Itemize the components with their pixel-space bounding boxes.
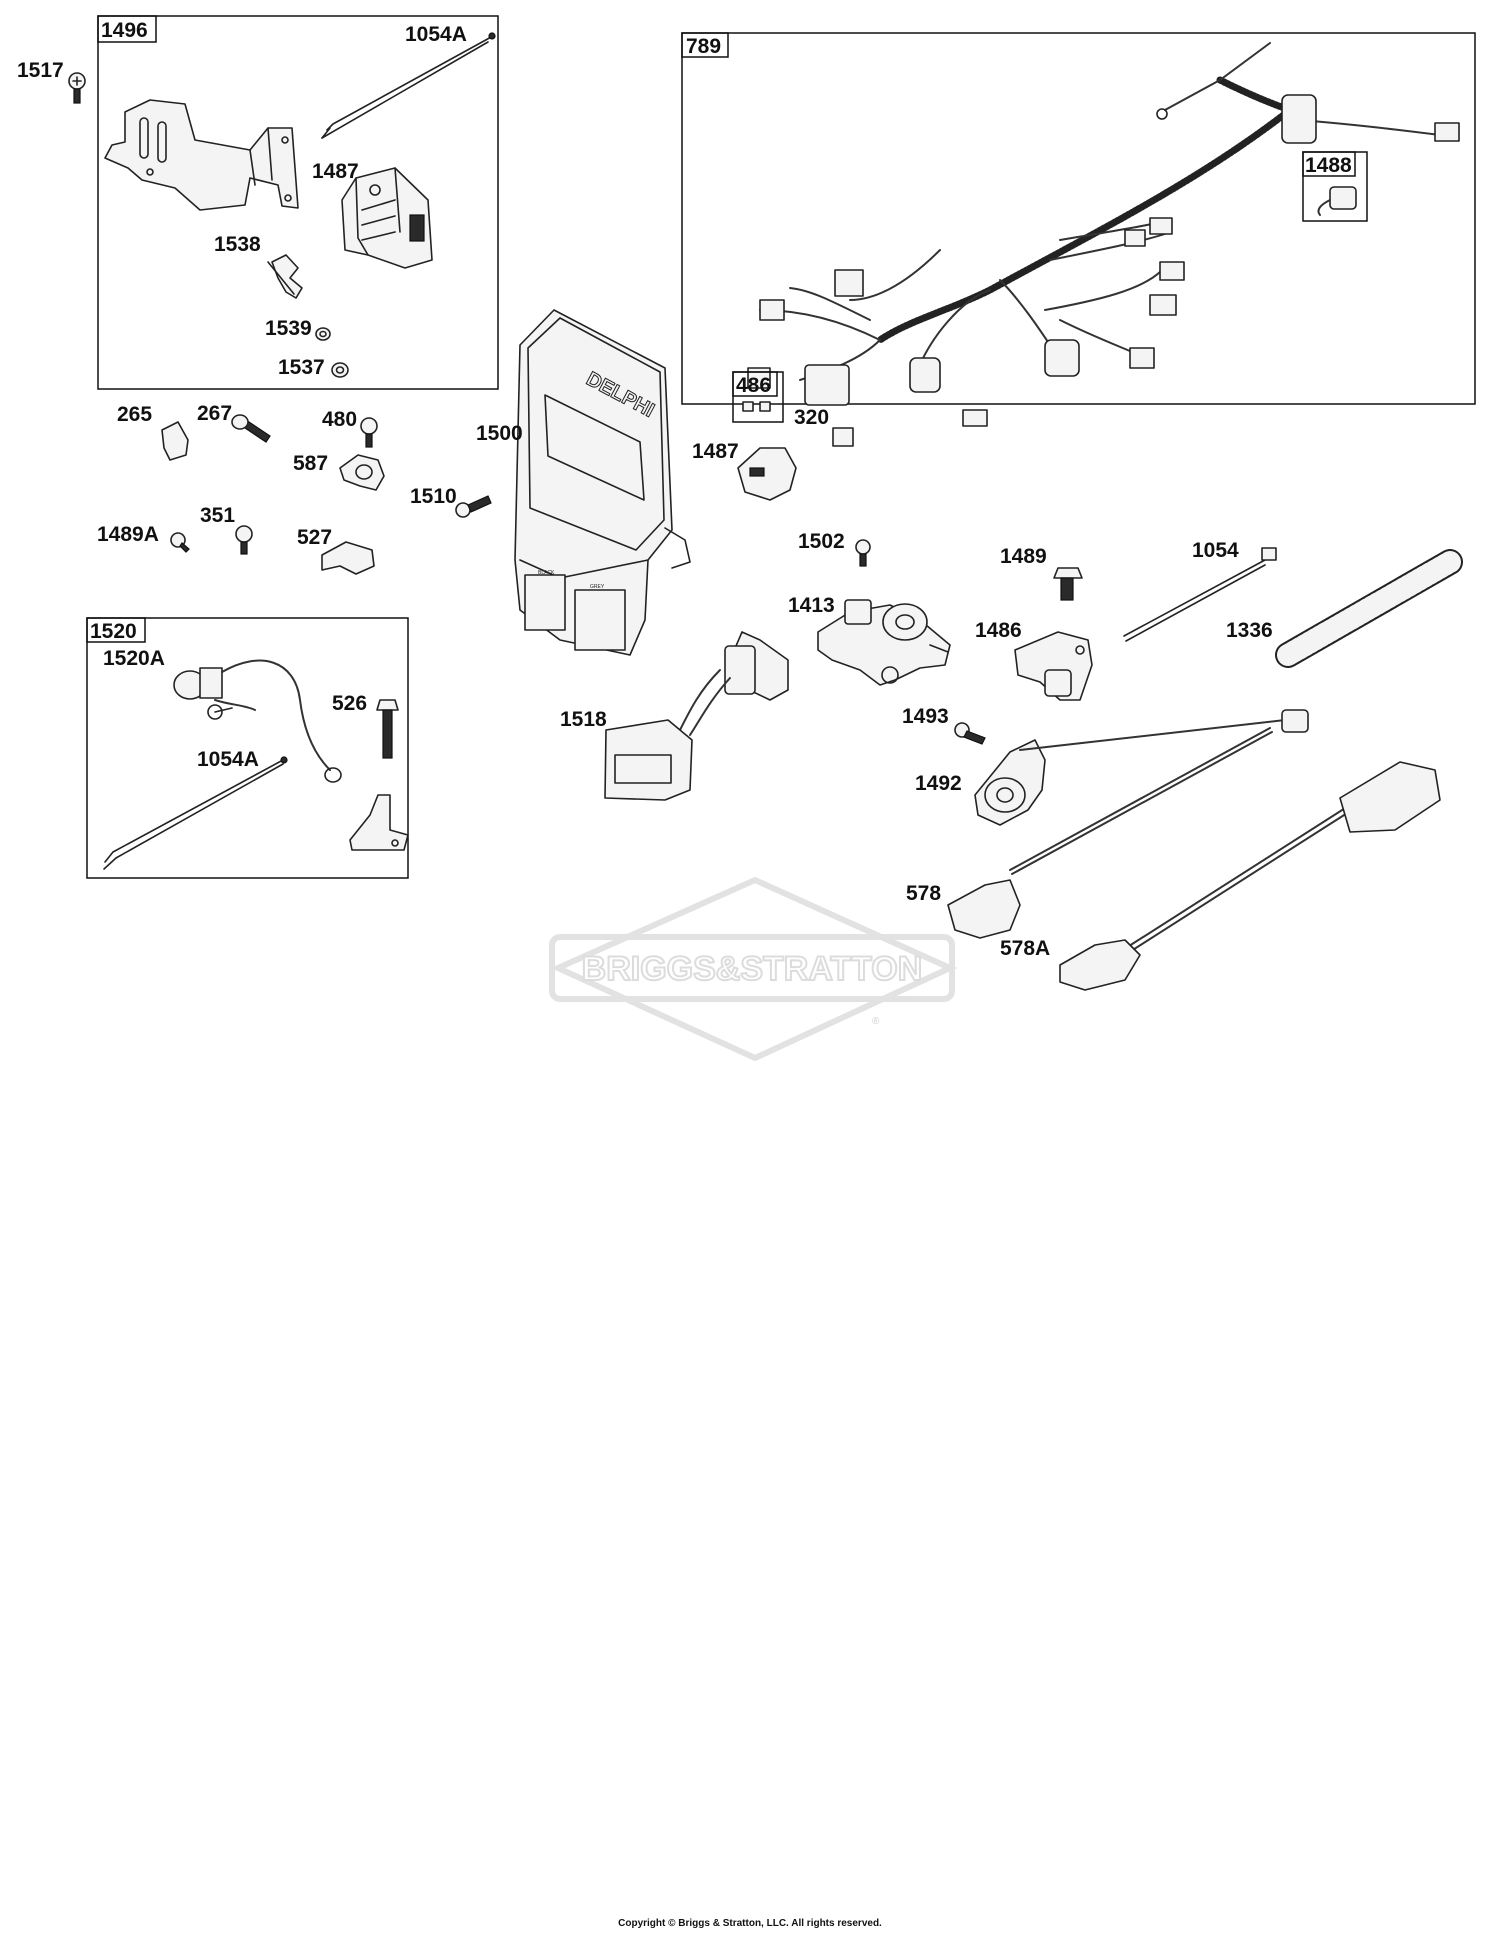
group-title-789: 789: [686, 35, 721, 58]
label-1489a: 1489A: [97, 523, 159, 546]
label-526: 526: [332, 692, 367, 715]
harness-578: [947, 709, 1309, 939]
screw-267: [231, 414, 271, 443]
clamp-587: [339, 454, 385, 491]
label-320: 320: [794, 406, 829, 429]
clip-527: [321, 541, 375, 575]
group-tag-1488: [1302, 151, 1356, 177]
bracket-1520: [349, 794, 409, 851]
group-title-1496: 1496: [101, 19, 148, 42]
label-1517: 1517: [17, 59, 64, 82]
label-1493: 1493: [902, 705, 949, 728]
label-1054a-top: 1054A: [405, 23, 467, 46]
label-1537: 1537: [278, 356, 325, 379]
group-frame-789: [681, 32, 1476, 405]
label-1520a: 1520A: [103, 647, 165, 670]
copyright-footer: Copyright © Briggs & Stratton, LLC. All …: [618, 1918, 882, 1929]
watermark-registered: ®: [872, 1016, 880, 1027]
label-351: 351: [200, 504, 235, 527]
group-title-1520: 1520: [90, 620, 137, 643]
bracket-hole: [391, 839, 399, 847]
label-1336: 1336: [1226, 619, 1273, 642]
clip-265: [161, 421, 189, 461]
label-1518: 1518: [560, 708, 607, 731]
label-578: 578: [906, 882, 941, 905]
bracket-part: [104, 99, 299, 211]
screw-1517: [68, 72, 86, 104]
sensor-1413: [817, 599, 951, 686]
label-578a: 578A: [1000, 937, 1050, 960]
grommet-1538: [267, 254, 303, 299]
label-1510: 1510: [410, 485, 457, 508]
label-1538: 1538: [214, 233, 261, 256]
harness-578a: [1059, 761, 1441, 991]
label-1054: 1054: [1192, 539, 1239, 562]
label-1487-right: 1487: [692, 440, 739, 463]
relay-320: [832, 427, 854, 447]
ecu-1500: DELPHI BLACK GREY: [514, 309, 691, 656]
group-tag-1520: [86, 617, 146, 643]
watermark-text: BRIGGS&STRATTON: [582, 950, 923, 988]
bolt-526: [376, 699, 399, 759]
label-1539: 1539: [265, 317, 312, 340]
sensor-1486: [1014, 631, 1093, 701]
label-1492: 1492: [915, 772, 962, 795]
group-frame-1496: [97, 15, 499, 390]
hardware-parts: 265 267 480 587 1489A 351 527: [97, 402, 385, 575]
cable-tie-1054a-bottom: [103, 756, 288, 870]
ecu-connector-grey: GREY: [590, 584, 605, 590]
cable-tie-1054a-top: [321, 32, 496, 139]
fuse-486-a: [742, 401, 754, 412]
group-title-1488: 1488: [1305, 154, 1352, 177]
label-1489: 1489: [1000, 545, 1047, 568]
group-tag-789: [681, 32, 729, 58]
group-tag-486: [732, 371, 778, 397]
wiring-harness-789: [747, 42, 1460, 427]
screw-1493: [954, 722, 986, 745]
connector-holder-1487-left: [341, 167, 433, 269]
screw-1510: [455, 495, 492, 518]
group-1496: 1496: [17, 15, 499, 390]
group-1488: 1488: [1302, 151, 1368, 222]
group-486: 486: [732, 371, 784, 423]
label-1502: 1502: [798, 530, 845, 553]
group-789: 789: [681, 32, 1476, 501]
screw-351: [235, 525, 253, 555]
group-tag-1496: [97, 15, 157, 43]
group-frame-1520: [86, 617, 409, 879]
label-1054a-bottom: 1054A: [197, 748, 259, 771]
label-587: 587: [293, 452, 328, 475]
sensor-1492: [974, 739, 1046, 826]
label-480: 480: [322, 408, 357, 431]
screw-1502: [855, 539, 871, 567]
screw-1489a: [170, 532, 190, 553]
label-1413: 1413: [788, 594, 835, 617]
washer-1539: [315, 327, 331, 341]
connector-holder-1487-right: [737, 447, 797, 501]
connector-1488: [1329, 186, 1357, 210]
ecu-connector-black: BLACK: [538, 570, 555, 576]
fuse-486-b: [759, 401, 771, 412]
connector-1488-wire: [1317, 199, 1331, 216]
conduit-1336: [1275, 549, 1463, 668]
label-1487-left: 1487: [312, 160, 359, 183]
screw-480: [360, 417, 378, 448]
switch-1520a: [173, 659, 342, 783]
nut-1537: [331, 362, 349, 378]
group-1520: 1520 1520A 526 1054A: [86, 617, 409, 879]
bolt-1489: [1053, 567, 1083, 601]
group-title-486: 486: [736, 374, 771, 397]
harness-1518: [604, 631, 789, 801]
cable-tie-1054: [1123, 547, 1277, 642]
label-265: 265: [117, 403, 152, 426]
label-527: 527: [297, 526, 332, 549]
label-267: 267: [197, 402, 232, 425]
watermark-logo: BRIGGS&STRATTON ®: [549, 876, 958, 1062]
label-1500: 1500: [476, 422, 523, 445]
label-1486: 1486: [975, 619, 1022, 642]
